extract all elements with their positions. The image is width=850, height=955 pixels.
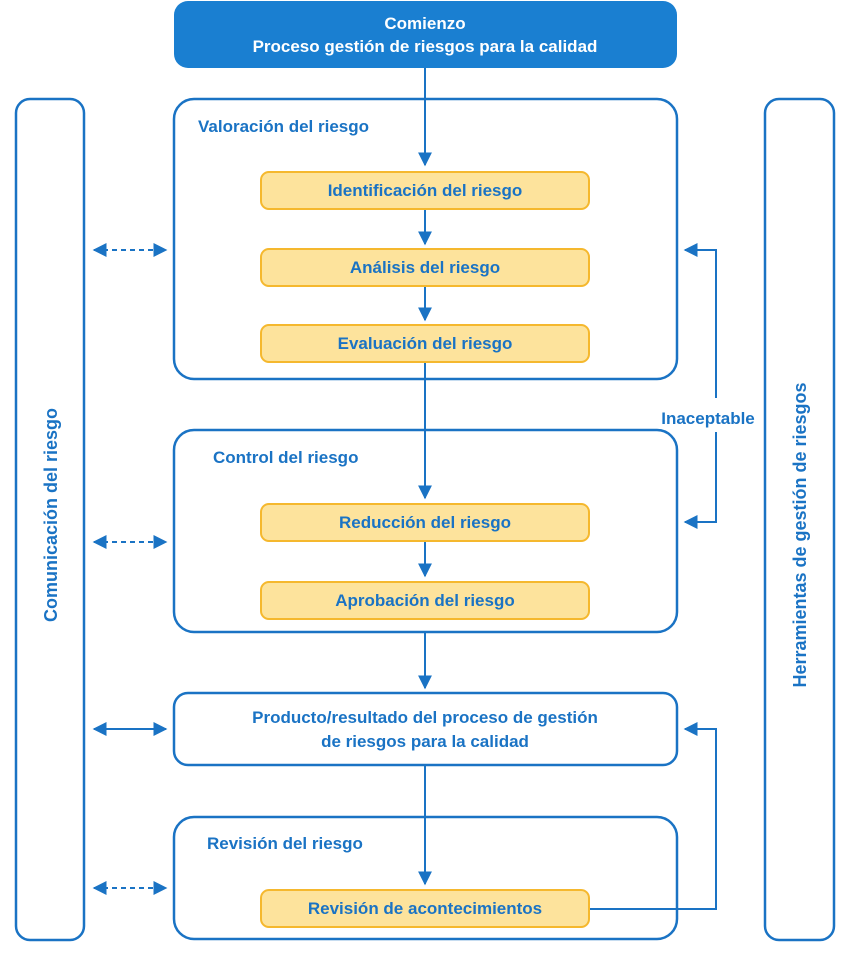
step-identification-label: Identificación del riesgo xyxy=(328,181,523,200)
assessment-title: Valoración del riesgo xyxy=(198,117,369,136)
step-analysis-label: Análisis del riesgo xyxy=(350,258,500,277)
start-box xyxy=(174,1,677,68)
step-analysis-box xyxy=(260,248,590,287)
tools-label: Herramientas de gestión de riesgos xyxy=(790,382,810,687)
output-line2: de riesgos para la calidad xyxy=(321,732,529,751)
tools-column xyxy=(763,97,836,942)
communication-column xyxy=(14,97,86,942)
step-events-review-box xyxy=(260,889,590,928)
review-feedback-arrow xyxy=(590,722,717,910)
review-title: Revisión del riesgo xyxy=(207,834,363,853)
unacceptable-loop-top xyxy=(683,243,717,398)
start-subtitle: Proceso gestión de riesgos para la calid… xyxy=(253,37,598,56)
output-line1: Producto/resultado del proceso de gestió… xyxy=(252,708,598,727)
step-approval-label: Aprobación del riesgo xyxy=(335,591,514,610)
start-title: Comienzo xyxy=(384,14,465,33)
step-identification-box xyxy=(260,171,590,210)
unacceptable-loop-bottom xyxy=(683,432,717,529)
output-box xyxy=(172,691,679,767)
control-title: Control del riesgo xyxy=(213,448,358,467)
step-reduction-label: Reducción del riesgo xyxy=(339,513,511,532)
communication-label: Comunicación del riesgo xyxy=(41,408,61,622)
step-reduction-box xyxy=(260,503,590,542)
step-approval-box xyxy=(260,581,590,620)
step-evaluation-label: Evaluación del riesgo xyxy=(338,334,513,353)
step-events-review-label: Revisión de acontecimientos xyxy=(308,899,542,918)
step-evaluation-box xyxy=(260,324,590,363)
unacceptable-label: Inaceptable xyxy=(661,409,755,428)
